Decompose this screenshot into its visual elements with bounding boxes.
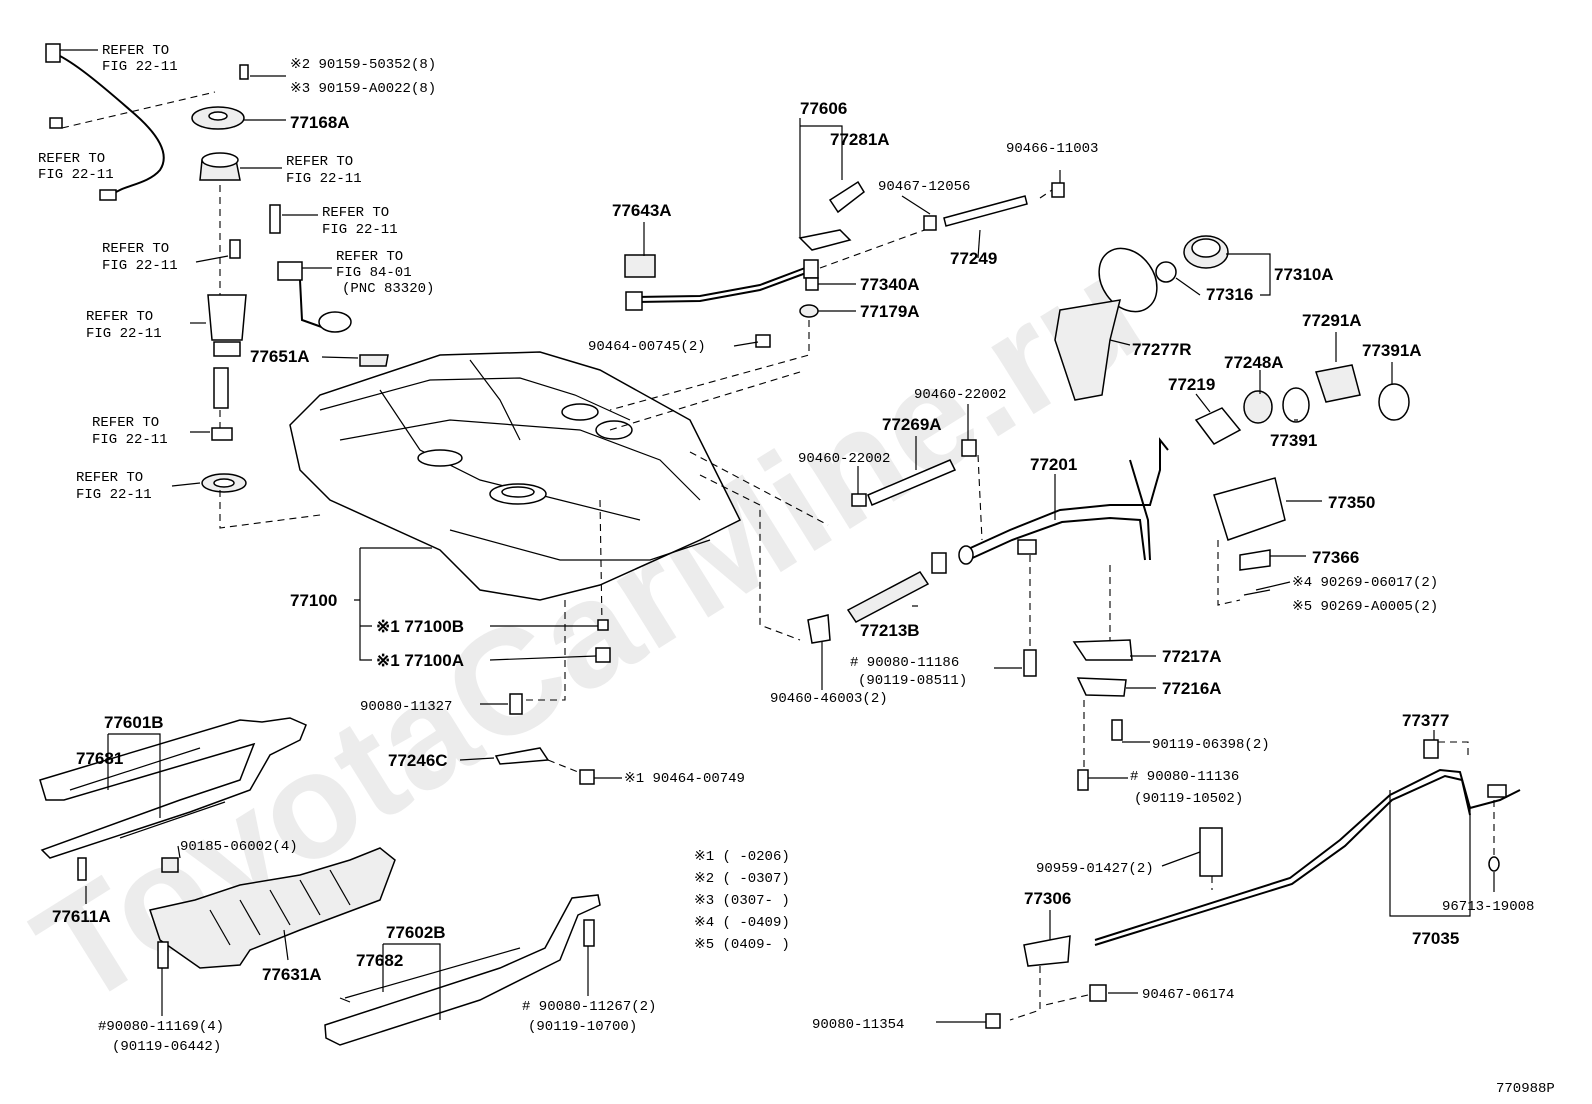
part-label: #90080-11169(4) bbox=[98, 1019, 224, 1035]
ref-label: REFER TO bbox=[102, 241, 169, 257]
part-label: (90119-10502) bbox=[1134, 791, 1243, 807]
ref-label: FIG 22-11 bbox=[102, 59, 178, 75]
filler-neck-drawings bbox=[807, 235, 1410, 791]
part-label: (90119-06442) bbox=[112, 1039, 221, 1055]
part-label: 77213B bbox=[860, 621, 920, 640]
leader-lines bbox=[60, 49, 1495, 1023]
diagram-code: 770988P bbox=[1496, 1081, 1555, 1097]
part-label: 77100 bbox=[290, 591, 337, 610]
pump-assembly-drawings bbox=[45, 43, 389, 529]
part-label: # 90080-11186 bbox=[850, 655, 959, 671]
part-label: 77291A bbox=[1302, 311, 1362, 330]
part-label: 77366 bbox=[1312, 548, 1359, 567]
part-label: (90119-08511) bbox=[858, 673, 967, 689]
ref-label: FIG 22-11 bbox=[286, 171, 362, 187]
part-label: 77306 bbox=[1024, 889, 1071, 908]
ref-label: REFER TO bbox=[336, 249, 403, 265]
part-label: 90959-01427(2) bbox=[1036, 861, 1154, 877]
note-line: ※5 (0409- ) bbox=[694, 937, 790, 953]
ref-label: FIG 22-11 bbox=[86, 326, 162, 342]
ref-label: FIG 22-11 bbox=[38, 167, 114, 183]
part-label: 77391A bbox=[1362, 341, 1422, 360]
part-label: 90464-00745(2) bbox=[588, 339, 706, 355]
part-label: ※2 90159-50352(8) bbox=[290, 57, 436, 73]
part-label: 77602B bbox=[386, 923, 446, 942]
labels: REFER TO FIG 22-11 REFER TO FIG 22-11 RE… bbox=[38, 43, 1555, 1097]
part-label: 90460-22002 bbox=[798, 451, 890, 467]
cable-drawings bbox=[985, 739, 1521, 1029]
part-label: 77682 bbox=[356, 951, 403, 970]
note-line: ※4 ( -0409) bbox=[694, 915, 790, 931]
part-label: 77281A bbox=[830, 130, 890, 149]
part-label: 77631A bbox=[262, 965, 322, 984]
part-label: 96713-19008 bbox=[1442, 899, 1534, 915]
part-label: ※1 90464-00749 bbox=[624, 771, 745, 787]
part-label: ※3 90159-A0022(8) bbox=[290, 81, 436, 97]
part-label: 77248A bbox=[1224, 353, 1284, 372]
ref-label: REFER TO bbox=[76, 470, 143, 486]
part-label: 77216A bbox=[1162, 679, 1222, 698]
ref-label: (PNC 83320) bbox=[342, 281, 434, 297]
part-label: 77611A bbox=[52, 907, 111, 926]
part-label: 77391 bbox=[1270, 431, 1317, 450]
part-label: 77277R bbox=[1132, 340, 1192, 359]
part-label: 90080-11327 bbox=[360, 699, 452, 715]
ref-label: FIG 84-01 bbox=[336, 265, 412, 281]
part-label: 90467-06174 bbox=[1142, 987, 1234, 1003]
part-label: 77249 bbox=[950, 249, 997, 268]
part-label: ※5 90269-A0005(2) bbox=[1292, 599, 1438, 615]
ref-label: REFER TO bbox=[286, 154, 353, 170]
part-label: 77350 bbox=[1328, 493, 1375, 512]
ref-label: REFER TO bbox=[38, 151, 105, 167]
part-label: 90460-22002 bbox=[914, 387, 1006, 403]
part-label: 90467-12056 bbox=[878, 179, 970, 195]
fuel-tank-drawing bbox=[289, 351, 829, 701]
ref-label: FIG 22-11 bbox=[92, 432, 168, 448]
part-label: (90119-10700) bbox=[528, 1019, 637, 1035]
part-label: # 90080-11136 bbox=[1130, 769, 1239, 785]
note-line: ※2 ( -0307) bbox=[694, 871, 790, 887]
ref-label: REFER TO bbox=[102, 43, 169, 59]
part-label: 77377 bbox=[1402, 711, 1449, 730]
part-label: 77246C bbox=[388, 751, 448, 770]
part-label: ※4 90269-06017(2) bbox=[1292, 575, 1438, 591]
vent-line-drawings bbox=[609, 180, 1065, 411]
part-label: 77219 bbox=[1168, 375, 1215, 394]
part-label: 90460-46003(2) bbox=[770, 691, 888, 707]
ref-label: REFER TO bbox=[86, 309, 153, 325]
ref-label: REFER TO bbox=[322, 205, 389, 221]
part-label: 90185-06002(4) bbox=[180, 839, 298, 855]
part-label: 77310A bbox=[1274, 265, 1334, 284]
part-label: 77316 bbox=[1206, 285, 1253, 304]
part-label: 77340A bbox=[860, 275, 920, 294]
part-label: 90119-06398(2) bbox=[1152, 737, 1270, 753]
part-label: 77651A bbox=[250, 347, 310, 366]
part-label: 77681 bbox=[76, 749, 123, 768]
part-label: 90466-11003 bbox=[1006, 141, 1098, 157]
note-line: ※3 (0307- ) bbox=[694, 893, 790, 909]
part-label: 77201 bbox=[1030, 455, 1077, 474]
part-label: 77179A bbox=[860, 302, 920, 321]
part-label: 90080-11354 bbox=[812, 1017, 904, 1033]
part-label: 77035 bbox=[1412, 929, 1459, 948]
ref-label: FIG 22-11 bbox=[322, 222, 398, 238]
part-label: 77269A bbox=[882, 415, 942, 434]
part-label: 77217A bbox=[1162, 647, 1222, 666]
part-label: ※1 77100B bbox=[376, 617, 464, 636]
part-label: 77643A bbox=[612, 201, 672, 220]
ref-label: FIG 22-11 bbox=[76, 487, 152, 503]
ref-label: FIG 22-11 bbox=[102, 258, 178, 274]
part-label: 77168A bbox=[290, 113, 350, 132]
strap-drawings bbox=[39, 693, 601, 1046]
part-label: 77601B bbox=[104, 713, 164, 732]
part-label: 77606 bbox=[800, 99, 847, 118]
ref-label: REFER TO bbox=[92, 415, 159, 431]
part-label: # 90080-11267(2) bbox=[522, 999, 656, 1015]
part-label: ※1 77100A bbox=[376, 651, 464, 670]
note-line: ※1 ( -0206) bbox=[694, 849, 790, 865]
